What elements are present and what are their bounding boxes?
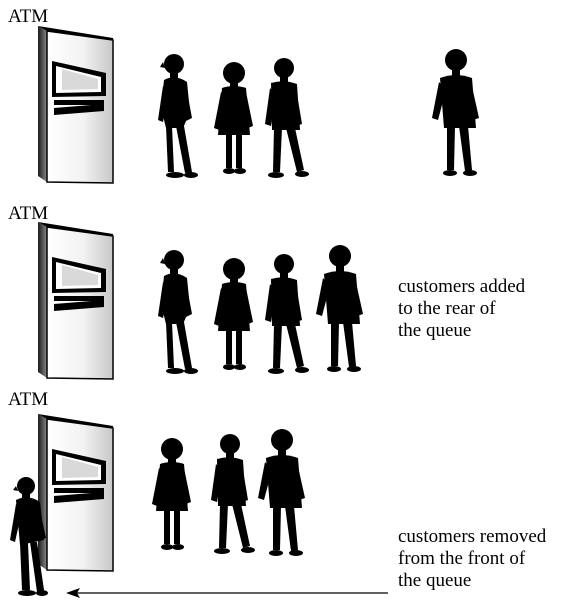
customer-3-icon <box>211 434 255 554</box>
customer-4-icon <box>258 429 305 556</box>
atm-machine-icon <box>37 221 114 380</box>
atm-label-1: ATM <box>8 6 49 27</box>
caption-removed: customers removed from the front of the … <box>398 526 546 592</box>
customer-1-icon <box>158 250 198 374</box>
caption-removed-line-3: the queue <box>398 570 472 591</box>
customer-4-icon <box>316 245 363 372</box>
atm-machine-icon <box>37 25 114 184</box>
customer-2-icon <box>214 62 253 174</box>
left-arrow-icon <box>66 588 388 598</box>
atm-machine-icon <box>37 413 114 572</box>
caption-removed-line-2: from the front of <box>398 548 526 569</box>
caption-added-line-3: the queue <box>398 320 472 341</box>
customer-3-icon <box>265 254 309 374</box>
caption-added: customers added to the rear of the queue <box>398 276 525 342</box>
panel-1 <box>37 25 479 184</box>
atm-label-3: ATM <box>8 389 49 410</box>
arriving-customer-icon <box>432 49 479 176</box>
panel-2 <box>37 221 363 380</box>
atm-label-2: ATM <box>8 203 49 224</box>
caption-added-line-2: to the rear of <box>398 298 496 319</box>
customer-2-icon <box>152 438 191 550</box>
customer-2-icon <box>214 258 253 370</box>
panel-3 <box>10 413 305 596</box>
caption-removed-line-1: customers removed <box>398 526 547 547</box>
customer-3-icon <box>265 58 309 178</box>
caption-added-line-1: customers added <box>398 276 526 297</box>
customer-1-icon <box>158 54 198 178</box>
